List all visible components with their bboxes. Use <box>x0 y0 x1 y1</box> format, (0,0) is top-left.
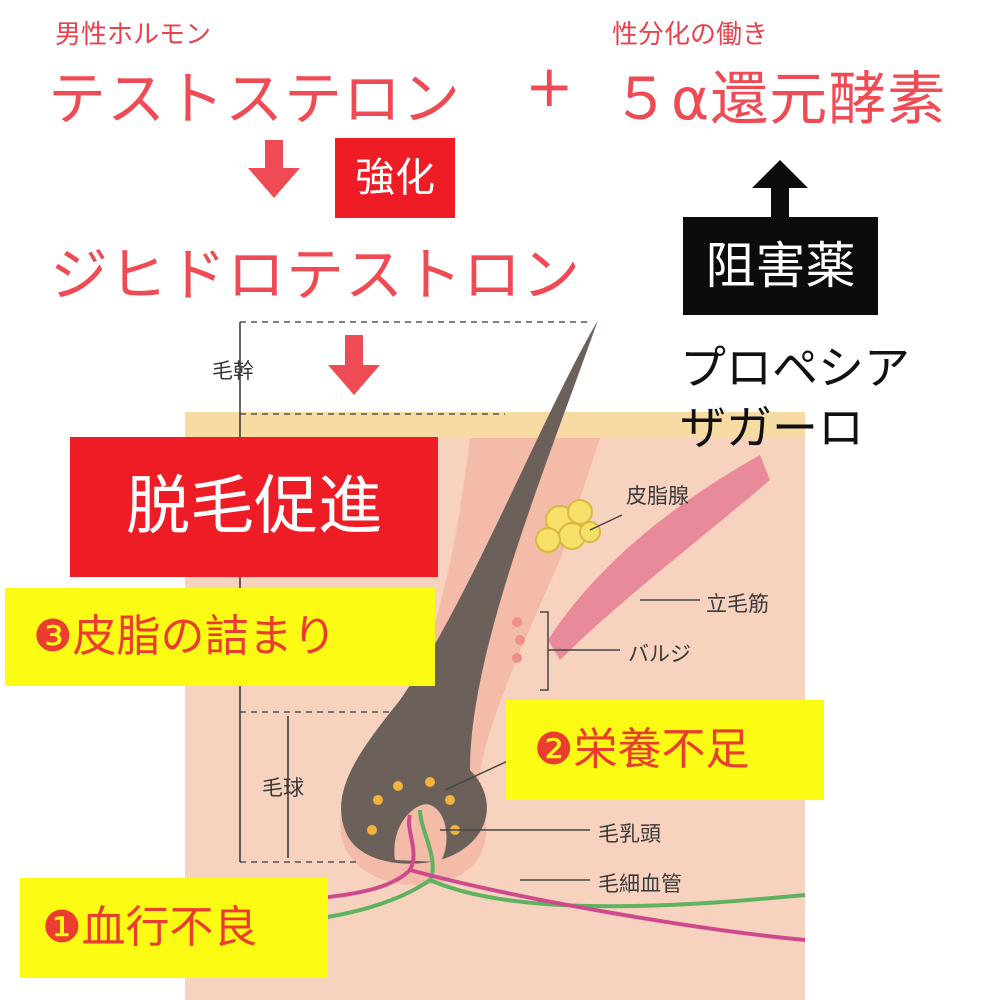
label-hair-bulb: 毛球 <box>262 776 304 800</box>
label-sebaceous-gland: 皮脂腺 <box>626 484 689 508</box>
hair-shaft-shape <box>341 320 598 864</box>
up-arrow-icon <box>752 160 808 220</box>
down-arrow-icon <box>248 140 300 198</box>
sebaceous-gland-shape <box>535 499 601 553</box>
cause-sebum-clog: ❸皮脂の詰まり <box>5 588 435 686</box>
strengthen-badge: 強化 <box>335 138 455 218</box>
leader-lines <box>440 514 700 881</box>
bulge-dots <box>512 617 525 663</box>
label-dermal-papilla: 毛乳頭 <box>598 822 661 846</box>
enzyme-text: ５α還元酵素 <box>612 65 947 133</box>
label-hair-shaft: 毛幹 <box>212 359 254 383</box>
sex-differentiation-label: 性分化の働き <box>612 20 769 50</box>
guide-lines <box>240 321 590 863</box>
drug-propecia: プロペシア <box>680 341 910 395</box>
cause-poor-circulation: ❶血行不良 <box>20 878 328 978</box>
label-bulge: バルジ <box>628 642 691 666</box>
dht-text: ジヒドロテストロン <box>50 241 582 309</box>
testosterone-text: テストステロン <box>48 65 462 133</box>
hair-loss-promotion-badge: 脱毛促進 <box>70 437 438 577</box>
inhibitor-badge: 阻害薬 <box>683 217 878 315</box>
plus-sign: + <box>525 52 575 120</box>
drug-zagallo: ザガーロ <box>680 401 864 455</box>
arrector-pili-shape <box>548 455 770 660</box>
bulb-dots <box>367 777 460 835</box>
skin-epidermis <box>185 412 805 438</box>
cause-malnutrition: ❷栄養不足 <box>506 700 824 800</box>
label-capillary: 毛細血管 <box>598 872 682 896</box>
label-arrector-pili: 立毛筋 <box>706 592 769 616</box>
down-arrow-icon <box>328 335 380 395</box>
male-hormone-label: 男性ホルモン <box>55 20 212 50</box>
